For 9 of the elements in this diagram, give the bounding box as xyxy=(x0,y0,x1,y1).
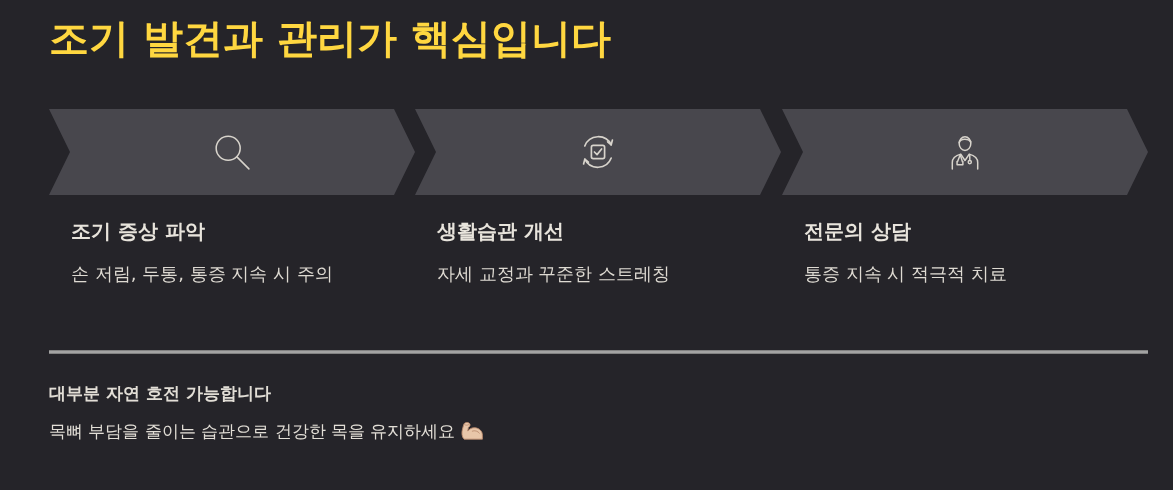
summary-text: 목뼈 부담을 줄이는 습관으로 건강한 목을 유지하세요 xyxy=(49,421,456,441)
slide-title: 조기 발견과 관리가 핵심입니다 xyxy=(49,14,611,63)
step-heading: 전문의 상담 xyxy=(804,218,911,245)
step-description: 통증 지속 시 적극적 치료 xyxy=(804,262,1007,286)
step-heading: 생활습관 개선 xyxy=(437,218,564,245)
step-heading: 조기 증상 파악 xyxy=(71,218,205,245)
step-description: 손 저림, 두통, 통증 지속 시 주의 xyxy=(71,262,333,286)
step-description: 자세 교정과 꾸준한 스트레칭 xyxy=(437,262,671,286)
summary-heading: 대부분 자연 호전 가능합니다 xyxy=(49,382,271,405)
